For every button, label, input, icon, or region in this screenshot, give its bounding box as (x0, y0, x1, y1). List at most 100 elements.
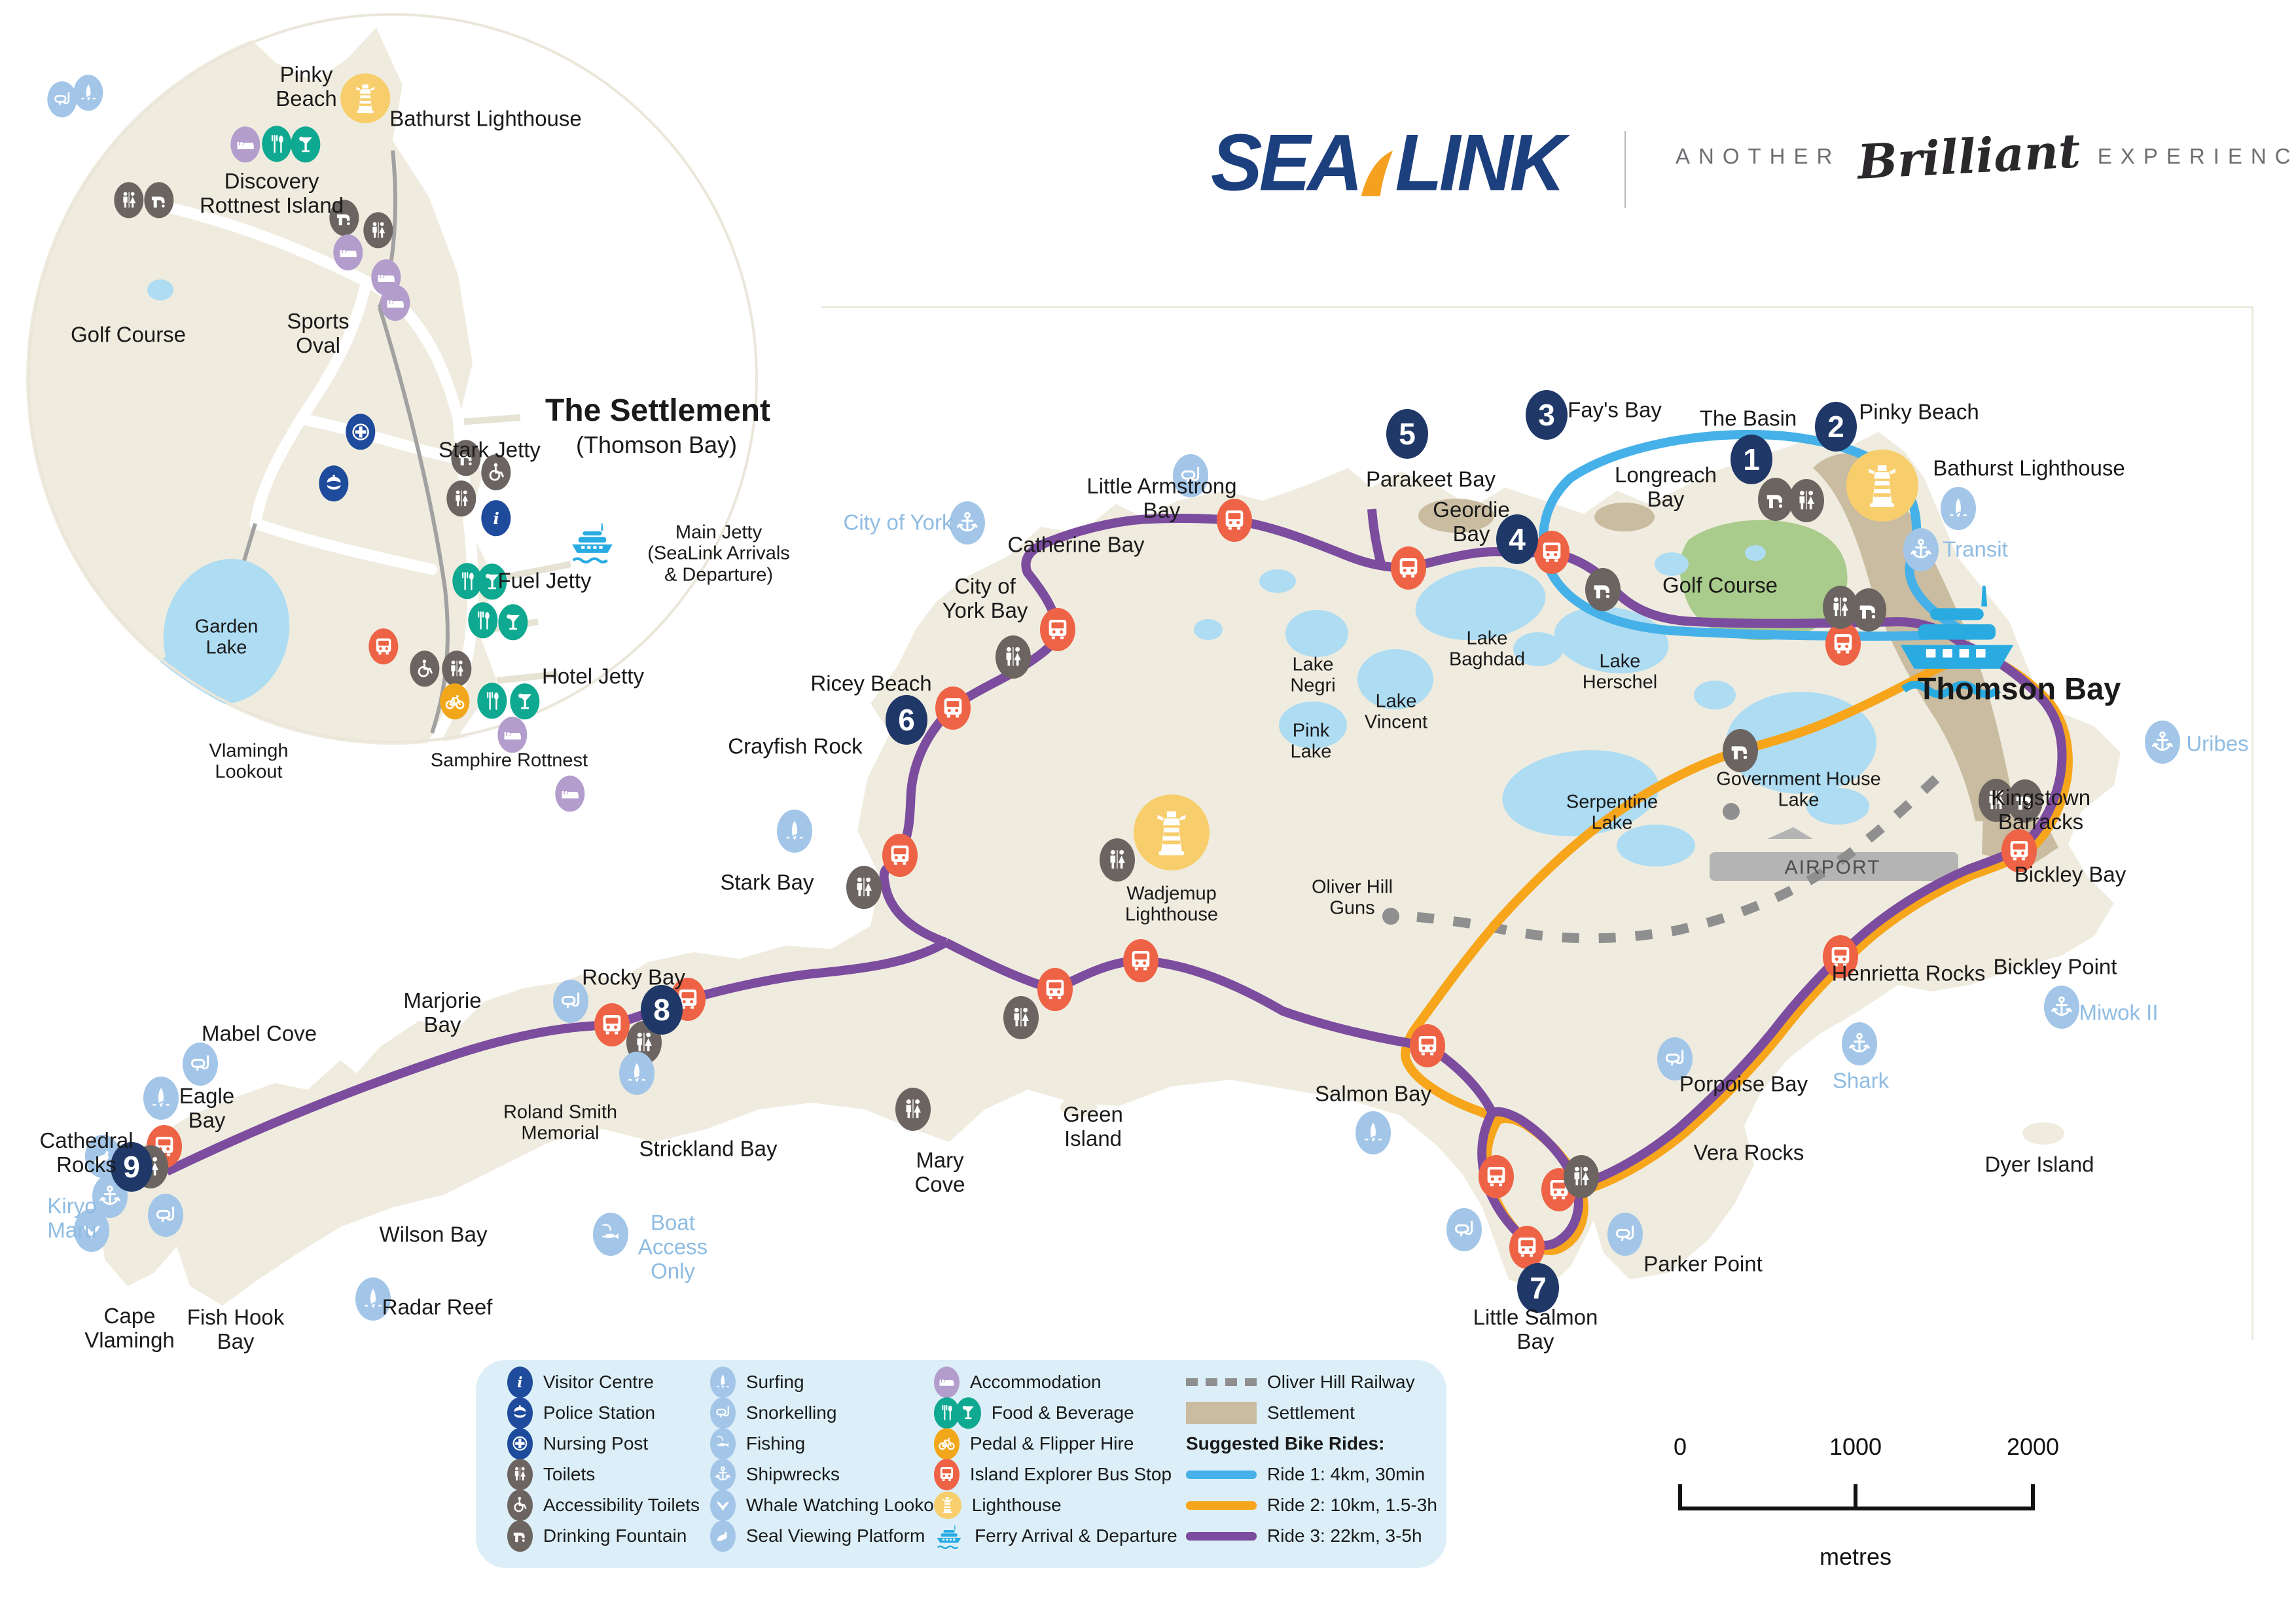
map-label-city-of-york-bay: City of York Bay (942, 574, 1028, 622)
fountain-icon (507, 1520, 533, 1552)
legend-item: Ride 1: 4km, 30min (1186, 1464, 1425, 1485)
map-label-strickland-bay: Strickland Bay (639, 1136, 778, 1161)
green-island-islet (1060, 1097, 1097, 1117)
bus-icon (1410, 1024, 1445, 1067)
snorkel-icon (148, 1194, 183, 1237)
toilets-icon (114, 182, 144, 219)
legend-label: Snorkelling (745, 1402, 837, 1423)
surf-icon (355, 1277, 391, 1321)
surf-icon (1355, 1111, 1391, 1154)
bike-ride-marker-2: 2 (1815, 402, 1857, 452)
map-label-serpentine-lake: Serpentine Lake (1566, 791, 1659, 834)
fishing-icon (593, 1213, 628, 1256)
legend-item: Surfing (710, 1366, 804, 1398)
sealink-logo: SEA LINK (1211, 116, 1566, 208)
bus-icon (1825, 622, 1861, 666)
map-label-the-settlement: The Settlement (545, 393, 771, 429)
airport-runway (1710, 852, 1958, 881)
map-label-hotel-jetty: Hotel Jetty (542, 664, 644, 688)
legend-label: Ride 2: 10km, 1.5-3h (1267, 1495, 1437, 1515)
logo-sea: SEA (1211, 118, 1363, 208)
legend-label: Island Explorer Bus Stop (969, 1463, 1172, 1484)
settlement-area (1418, 499, 1494, 533)
legend-item: Accommodation (934, 1366, 1102, 1398)
golf-course-area (1679, 520, 1848, 641)
drink-icon (498, 604, 528, 641)
map-label-eagle-bay: Eagle Bay (179, 1084, 235, 1132)
legend-item: Shipwrecks (710, 1459, 840, 1490)
ferry-icon (567, 516, 618, 567)
map-label-sports-oval: Sports Oval (287, 309, 350, 357)
legend-label: Accommodation (969, 1371, 1102, 1392)
tagline-prefix: ANOTHER (1676, 143, 1841, 168)
legend-item: Nursing Post (507, 1428, 648, 1459)
dyer-island-islet (2022, 1122, 2064, 1145)
map-label-roland-smith-memorial: Roland Smith Memorial (503, 1101, 618, 1144)
map-label-bathurst-lighthouse: Bathurst Lighthouse (1933, 455, 2125, 480)
scale-tick-2000: 2000 (2006, 1433, 2060, 1460)
legend-item: Ride 3: 22km, 3-5h (1186, 1525, 1422, 1546)
surf-icon (619, 1052, 655, 1095)
map-label-golf-course: Golf Course (1662, 573, 1778, 597)
svg-text:i: i (517, 1375, 522, 1391)
map-label-transit: Transit (1943, 537, 2008, 562)
bike-ride-marker-8: 8 (641, 985, 683, 1035)
scale-bar: 0 1000 2000 metres (1636, 1414, 2094, 1571)
map-label-cathedral-rocks: Cathedral Rocks (39, 1128, 134, 1177)
map-label-stark-jetty: Stark Jetty (439, 437, 541, 462)
map-label-geordie-bay: Geordie Bay (1433, 497, 1510, 546)
nursing-icon (507, 1428, 533, 1459)
legend-swatch (1186, 1470, 1257, 1479)
bike-ride-marker-3: 3 (1526, 390, 1568, 440)
toilets-icon (363, 212, 393, 249)
map-label-golf-course: Golf Course (70, 322, 187, 347)
bus-icon (1479, 1155, 1514, 1198)
anchor-icon (2145, 721, 2180, 764)
map-label-bickley-bay: Bickley Bay (2014, 862, 2126, 887)
food-icon (477, 683, 507, 719)
bus-icon (1040, 608, 1075, 651)
map-label-oliver-hill-guns: Oliver Hill Guns (1311, 876, 1393, 919)
police-icon (507, 1397, 533, 1429)
map-label-parakeet-bay: Parakeet Bay (1365, 467, 1496, 491)
wheelchair-icon (507, 1489, 533, 1521)
map-label-miwok-ii: Miwok II (2079, 1000, 2159, 1025)
map-label-mary-cove: Mary Cove (914, 1148, 965, 1196)
map-label-airport: AIRPORT (1784, 857, 1881, 879)
legend-label: Lighthouse (971, 1495, 1062, 1515)
fountain-icon (1851, 588, 1886, 632)
lighthouse-icon (340, 73, 390, 123)
map-label-thomson-bay: (Thomson Bay) (575, 431, 738, 458)
food-icon (468, 602, 498, 639)
legend-item: i Visitor Centre (507, 1366, 654, 1398)
bed-icon (333, 234, 363, 271)
dot-icon (1723, 803, 1740, 820)
legend-label: Ride 3: 22km, 3-5h (1267, 1525, 1422, 1546)
map-label-main-jetty-sealink-arrivals-departure: Main Jetty (SeaLink Arrivals & Departure… (647, 522, 790, 586)
map-label-little-armstrong-bay: Little Armstrong Bay (1086, 474, 1237, 522)
toilets-icon (442, 651, 472, 687)
map-label-lake-herschel: Lake Herschel (1582, 651, 1658, 693)
toilets-icon (507, 1459, 533, 1490)
legend-label: Visitor Centre (543, 1371, 654, 1392)
legend-swatch (1186, 1501, 1257, 1510)
bus-icon (934, 1459, 960, 1490)
map-label-uribes: Uribes (2186, 731, 2249, 756)
whale-icon (74, 1209, 109, 1252)
legend-item: Suggested Bike Rides: (1186, 1433, 1384, 1454)
fountain-icon (1758, 478, 1793, 521)
bike-icon (440, 683, 470, 720)
ferry-icon (1886, 565, 2028, 707)
legend-item: Whale Watching Lookout (710, 1489, 949, 1521)
surf-icon (710, 1366, 736, 1398)
snorkel-icon (553, 980, 588, 1023)
legend-item: Snorkelling (710, 1397, 836, 1429)
wheelchair-icon (481, 454, 511, 491)
map-label-marjorie-bay: Marjorie Bay (403, 988, 482, 1037)
anchor-icon (710, 1459, 736, 1490)
map-label-kiryo-maru: Kiryo Maru (47, 1194, 97, 1242)
anchor-icon (950, 501, 985, 544)
surf-icon (777, 810, 812, 853)
ferry-icon (934, 1521, 964, 1551)
